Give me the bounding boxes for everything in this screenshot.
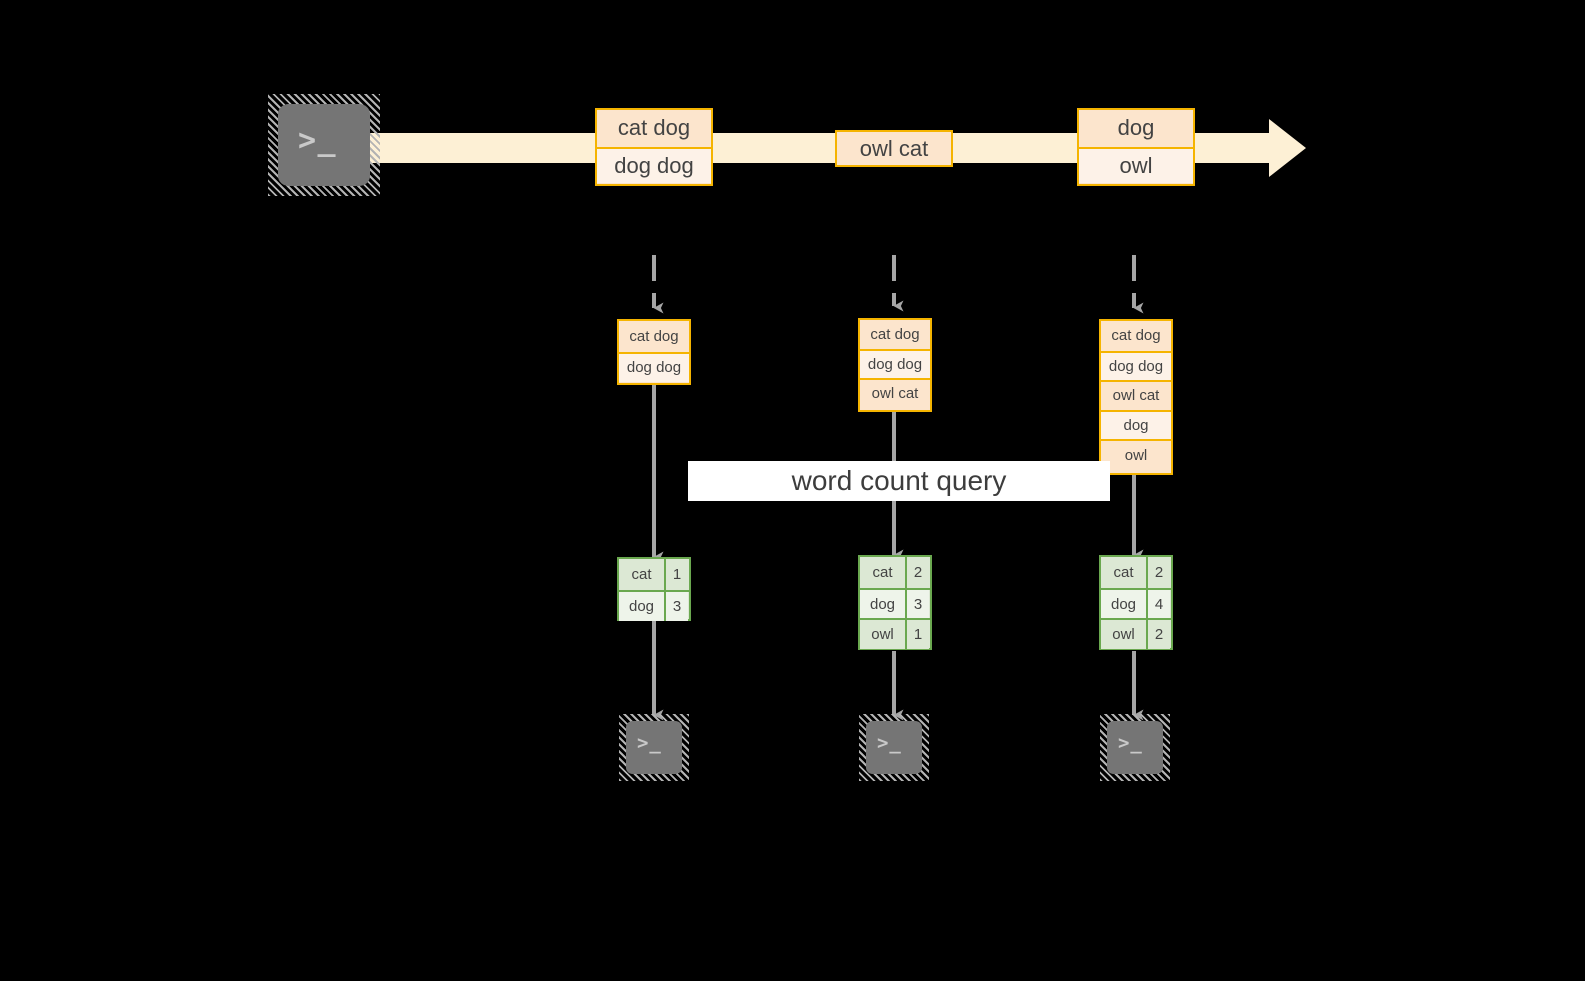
result-count-cell: 1 — [664, 559, 688, 590]
result-count-cell: 3 — [905, 589, 929, 619]
result-count-cell: 2 — [1146, 557, 1170, 588]
state-line: dog — [1101, 409, 1171, 440]
producer-terminal-icon: >_ — [268, 94, 380, 196]
state-line: owl cat — [1101, 380, 1171, 410]
result-table-snapshot-2[interactable]: cat 2 dog 3 owl 1 — [858, 555, 932, 650]
terminal-plate — [626, 721, 682, 774]
result-word-cell: dog — [860, 589, 905, 619]
table-row: cat 2 — [1101, 557, 1171, 588]
state-line: cat dog — [619, 321, 689, 352]
result-count-cell: 1 — [905, 620, 929, 650]
result-word-cell: cat — [619, 559, 664, 590]
result-count-cell: 3 — [664, 592, 688, 621]
table-row: cat 1 — [619, 559, 689, 590]
terminal-prompt-glyph: >_ — [298, 123, 338, 158]
result-word-cell: cat — [860, 557, 905, 588]
table-row: dog 4 — [1101, 587, 1171, 619]
table-row: dog 3 — [619, 590, 689, 621]
terminal-plate — [1107, 721, 1163, 774]
state-stack-snapshot-1[interactable]: cat dog dog dog — [617, 319, 691, 385]
stream-token-line: owl — [1079, 146, 1193, 183]
stream-token-line: cat dog — [597, 110, 711, 147]
stream-event-batch-2[interactable]: owl cat — [835, 130, 953, 167]
state-stack-snapshot-3[interactable]: cat dog dog dog owl cat dog owl — [1099, 319, 1173, 475]
output-terminal-icon-snapshot-2: >_ — [859, 714, 929, 781]
terminal-plate — [866, 721, 922, 774]
table-row: cat 2 — [860, 557, 930, 588]
result-count-cell: 2 — [1146, 620, 1170, 650]
stream-event-batch-1[interactable]: cat dog dog dog — [595, 108, 713, 186]
state-line: owl cat — [860, 378, 930, 407]
table-row: owl 2 — [1101, 618, 1171, 650]
output-terminal-icon-snapshot-1: >_ — [619, 714, 689, 781]
stream-token-line: dog — [1079, 110, 1193, 147]
table-row: owl 1 — [860, 618, 930, 650]
table-row: dog 3 — [860, 587, 930, 619]
state-line: dog dog — [1101, 350, 1171, 381]
state-line: owl — [1101, 439, 1171, 469]
result-count-cell: 2 — [905, 557, 929, 588]
result-count-cell: 4 — [1146, 589, 1170, 619]
result-word-cell: dog — [619, 592, 664, 621]
state-line: dog dog — [619, 351, 689, 382]
terminal-plate — [278, 104, 370, 186]
state-line: cat dog — [1101, 321, 1171, 351]
terminal-prompt-glyph: >_ — [877, 732, 902, 754]
query-label-band: word count query — [688, 461, 1110, 501]
result-word-cell: owl — [860, 620, 905, 650]
output-terminal-icon-snapshot-3: >_ — [1100, 714, 1170, 781]
result-table-snapshot-3[interactable]: cat 2 dog 4 owl 2 — [1099, 555, 1173, 650]
result-word-cell: cat — [1101, 557, 1146, 588]
result-table-snapshot-1[interactable]: cat 1 dog 3 — [617, 557, 691, 621]
stream-token-line: dog dog — [597, 146, 711, 183]
terminal-prompt-glyph: >_ — [637, 732, 662, 754]
state-line: cat dog — [860, 320, 930, 349]
state-stack-snapshot-2[interactable]: cat dog dog dog owl cat — [858, 318, 932, 412]
terminal-prompt-glyph: >_ — [1118, 732, 1143, 754]
result-word-cell: owl — [1101, 620, 1146, 650]
result-word-cell: dog — [1101, 589, 1146, 619]
state-line: dog dog — [860, 349, 930, 378]
stream-event-batch-3[interactable]: dog owl — [1077, 108, 1195, 186]
